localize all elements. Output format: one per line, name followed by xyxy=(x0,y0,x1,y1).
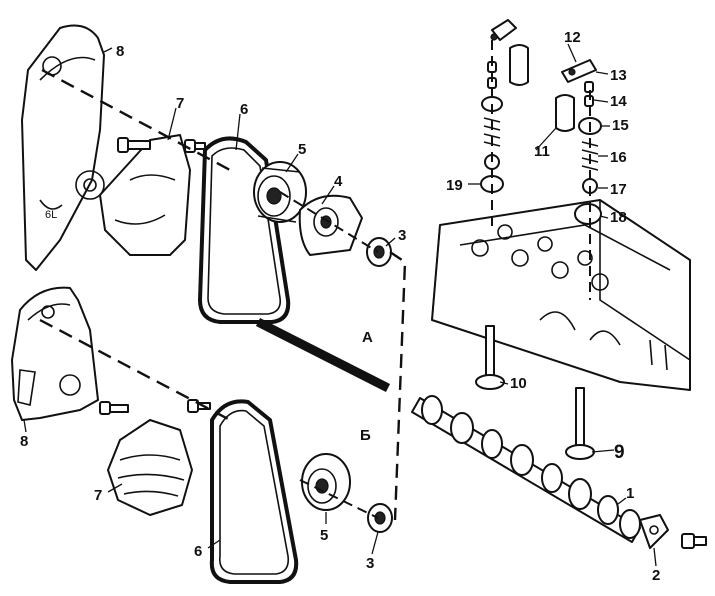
label-15: 15 xyxy=(612,117,629,134)
upper-cam-housing xyxy=(298,194,363,256)
label-14: 14 xyxy=(610,93,627,110)
lower-gear xyxy=(301,453,351,511)
label-variant-a: А xyxy=(362,329,373,346)
label-6-lower: 6 xyxy=(194,543,202,560)
label-8-lower: 8 xyxy=(20,433,28,450)
lower-timing-cover xyxy=(11,286,99,421)
label-3-lower: 3 xyxy=(366,555,374,572)
separator-bar xyxy=(255,317,391,393)
cylinder-head xyxy=(431,199,691,391)
label-13: 13 xyxy=(610,67,627,84)
right-valve-stack xyxy=(555,59,602,300)
leader-lines xyxy=(23,43,657,567)
label-10: 10 xyxy=(510,375,527,392)
lower-alignment-line xyxy=(39,318,231,422)
label-17: 17 xyxy=(610,181,627,198)
left-valve-stack xyxy=(480,19,529,230)
label-variant-b: Б xyxy=(360,427,371,444)
label-2: 2 xyxy=(652,567,660,584)
valve-9 xyxy=(565,387,595,460)
label-5-upper: 5 xyxy=(298,141,306,158)
upper-timing-belt xyxy=(198,136,291,324)
label-1: 1 xyxy=(626,485,634,502)
upper-seal xyxy=(366,237,392,267)
upper-axis-line xyxy=(279,191,379,253)
upper-bolt-small xyxy=(117,137,206,153)
lower-axis-line xyxy=(299,479,379,519)
upper-alignment-line xyxy=(41,68,231,172)
label-16: 16 xyxy=(610,149,627,166)
lower-cover-inner xyxy=(107,419,193,516)
label-7-upper: 7 xyxy=(176,95,184,112)
vertical-alignment-line xyxy=(389,251,407,521)
upper-timing-cover: 6L xyxy=(21,24,105,271)
label-7-lower: 7 xyxy=(94,487,102,504)
upper-cover-inner xyxy=(99,134,191,256)
camshaft xyxy=(411,395,641,543)
thrust-plate xyxy=(639,514,669,549)
label-4: 4 xyxy=(334,173,343,190)
lower-bolt-small xyxy=(99,399,211,415)
lower-seal xyxy=(367,503,393,533)
label-11: 11 xyxy=(534,143,550,160)
label-3-upper: 3 xyxy=(398,227,406,244)
svg-text:6L: 6L xyxy=(45,209,57,221)
valve-10 xyxy=(475,325,505,390)
label-5-lower: 5 xyxy=(320,527,328,544)
lower-timing-belt xyxy=(209,399,299,584)
label-18: 18 xyxy=(610,209,627,226)
label-6-upper: 6 xyxy=(240,101,248,118)
label-19: 19 xyxy=(446,177,463,194)
camshaft-bolt xyxy=(681,533,707,549)
label-12: 12 xyxy=(564,29,581,46)
label-8-upper: 8 xyxy=(116,43,124,60)
label-9: 9 xyxy=(614,442,625,463)
